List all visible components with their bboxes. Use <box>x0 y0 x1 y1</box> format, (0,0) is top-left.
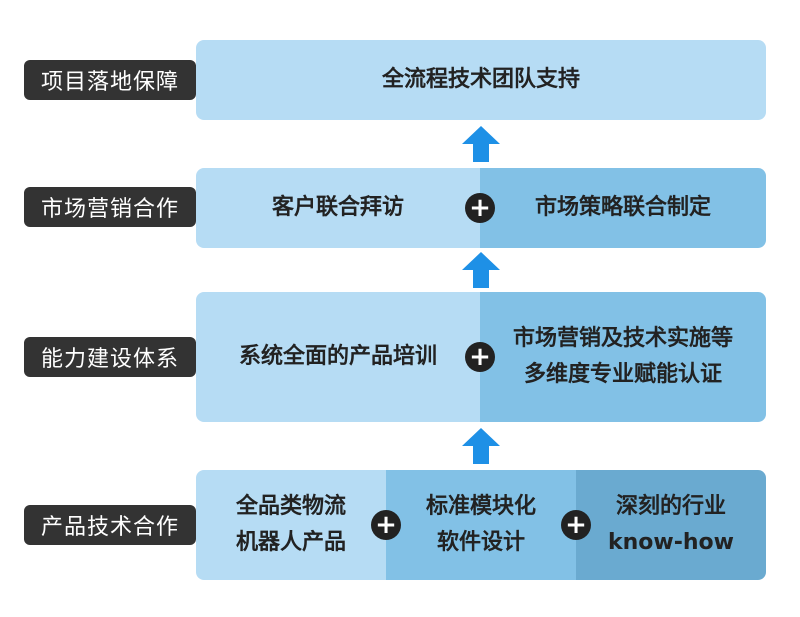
cell-full-range-robots: 全品类物流 机器人产品 <box>196 470 386 580</box>
cell-professional-certification: 市场营销及技术实施等 多维度专业赋能认证 <box>480 292 766 422</box>
layer-label-capability-building: 能力建设体系 <box>24 337 196 377</box>
cell-text-line: 机器人产品 <box>235 530 346 555</box>
up-arrow-icon <box>462 252 500 288</box>
cell-modular-software: 标准模块化 软件设计 <box>386 470 576 580</box>
cell-text-line: 全品类物流 <box>235 494 346 519</box>
cell-text-line: 标准模块化 <box>425 494 536 519</box>
plus-icon: + <box>561 510 591 540</box>
plus-icon: + <box>371 510 401 540</box>
up-arrow-icon <box>462 428 500 464</box>
cell-joint-customer-visit: 客户联合拜访 <box>196 168 480 248</box>
cell-text-line: 市场策略联合制定 <box>534 195 711 220</box>
layer-label-project-assurance: 项目落地保障 <box>24 60 196 100</box>
layer-panel-marketing-cooperation: 客户联合拜访 市场策略联合制定 <box>196 168 766 248</box>
layer-panel-project-assurance: 全流程技术团队支持 <box>196 40 766 120</box>
cell-text-line: 软件设计 <box>436 530 525 555</box>
cell-text-line: know-how <box>608 530 734 555</box>
cell-text-line: 多维度专业赋能认证 <box>523 362 722 387</box>
layer-panel-capability-building: 系统全面的产品培训 市场营销及技术实施等 多维度专业赋能认证 <box>196 292 766 422</box>
cell-text-line: 市场营销及技术实施等 <box>512 326 733 351</box>
cell-text-line: 客户联合拜访 <box>271 195 404 220</box>
plus-icon: + <box>465 342 495 372</box>
layer-panel-product-tech-cooperation: 全品类物流 机器人产品 标准模块化 软件设计 深刻的行业 know-how <box>196 470 766 580</box>
cell-full-process-support: 全流程技术团队支持 <box>196 40 766 120</box>
layer-label-product-tech-cooperation: 产品技术合作 <box>24 505 196 545</box>
cell-text-line: 全流程技术团队支持 <box>381 67 580 92</box>
cell-text-line: 系统全面的产品培训 <box>238 344 437 369</box>
cell-industry-know-how: 深刻的行业 know-how <box>576 470 766 580</box>
cell-joint-market-strategy: 市场策略联合制定 <box>480 168 766 248</box>
plus-icon: + <box>465 193 495 223</box>
up-arrow-icon <box>462 126 500 162</box>
cell-product-training: 系统全面的产品培训 <box>196 292 480 422</box>
layer-label-marketing-cooperation: 市场营销合作 <box>24 187 196 227</box>
cell-text-line: 深刻的行业 <box>615 494 726 519</box>
